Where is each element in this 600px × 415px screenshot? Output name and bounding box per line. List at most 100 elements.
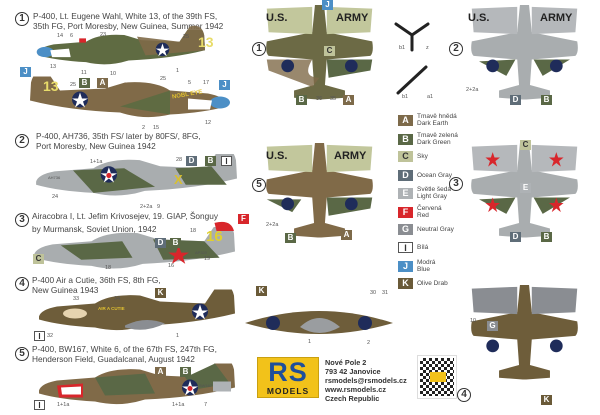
swatch: D [398,170,413,181]
callout: 1+1a [90,159,103,165]
address-line: Czech Republic [325,394,380,403]
callout: 1 [176,68,180,74]
color-chip-i: I [34,400,45,410]
swatch: A [398,114,413,126]
callout: 28 [176,157,183,163]
legend-en: Dark Earth [417,120,449,127]
title-line: Port Moresby, New Guinea 1942 [36,140,156,151]
address-line: Nové Pole 2 [325,358,367,367]
swatch: I [398,242,413,253]
scheme-2-title: P-400, AH736, 35th FS/ later by 80FS/, 8… [36,131,201,151]
callout: 18 [105,265,112,271]
swatch: B [398,133,413,145]
callout: 16 [168,263,175,269]
scheme-4-top-view [462,285,587,385]
email-link[interactable]: rsmodels@rsmodels.cz [325,376,407,385]
legend-en: Red [417,212,429,219]
callout: 35 [330,96,337,102]
wing-army: ARMY [334,150,367,162]
address-line: 793 42 Janovice [325,367,381,376]
wing-us: U.S. [468,12,490,24]
callout: 10 [110,71,117,77]
title-line: P-400, AH736, 35th FS/ later by 80FS/, 8… [36,131,201,141]
qr-code [417,355,457,399]
callout: 1+1a [57,402,70,408]
color-chip-f: F [238,214,249,224]
scheme-number-2-top: 2 [449,42,463,56]
callout: 34 [114,296,121,302]
callout: 6 [70,33,74,39]
callout: 32 [47,333,54,339]
color-chip-b: B [541,232,552,242]
nose-art: AIR A CUTIE [98,306,125,311]
callout: 17 [203,80,210,86]
callout: 25 [160,76,167,82]
callout: 19 [204,256,211,262]
callout: 25 [183,34,190,40]
legend-cz: Tmavě zelená [417,132,458,139]
callout: 36 [316,96,323,102]
title-line: New Guinea 1943 [32,284,99,295]
legend-en: Blue [417,266,431,273]
prop-label: z [426,45,429,51]
tail-code: 16 [206,228,223,245]
qr-logo [430,372,446,382]
company-address: Nové Pole 2 793 42 Janovice rsmodels@rsm… [325,358,407,403]
callout: 2+2a [266,222,279,228]
color-chip-k: K [155,288,166,298]
callout: 2+2a [466,87,479,93]
scheme-number-5: 5 [15,347,29,361]
color-chip-g: G [487,321,498,331]
callout: 13 [50,64,57,70]
scheme-number-5-top: 5 [252,178,266,192]
serial: AP320 [195,250,208,255]
color-chip-k: K [256,286,267,296]
color-chip-b: B [205,156,216,166]
callout: 25 [70,82,77,88]
swatch: E [398,187,413,199]
legend-en: Sky [417,153,428,160]
wing-us: U.S. [266,150,288,162]
callout: 2 [367,340,371,346]
callout: 7 [204,402,208,408]
color-chip-b: B [180,367,191,377]
underside-view [245,311,393,334]
color-chip-e: E [520,183,531,193]
color-chip-d: D [510,232,521,242]
swatch: F [398,206,413,218]
color-chip-i: I [221,156,232,166]
legend-cz: Tmavě hnědá [417,113,457,120]
wing-us: U.S. [266,12,288,24]
title-line: 35th FG, Port Moresby, New Guinea, Summe… [33,20,224,31]
callout: 14 [57,33,64,39]
swatch: J [398,260,413,272]
callout: 33 [73,296,80,302]
callout: 15 [153,125,160,131]
scheme-5-title: P-400, BW167, White 6, of the 67th FS, 2… [32,344,217,364]
scheme-number-1: 1 [15,12,29,26]
propeller-icon [394,22,430,52]
swatch: K [398,278,413,289]
legend-cz: Světle šedá [417,186,451,193]
legend-en: Olive Drab [417,280,448,287]
scheme-3-title: Airacobra I, Lt. Jefim Krivosejev, 19. G… [32,210,218,236]
color-chip-c: C [33,254,44,264]
title-line: Airacobra I, Lt. Jefim Krivosejev, 19. G… [32,211,218,221]
color-chip-a: A [97,78,108,88]
scheme-3-top-view [462,143,587,243]
callout: 2+2a [140,204,153,210]
tail-code: 13 [198,34,214,50]
callout: 5 [188,80,192,86]
website-link[interactable]: www.rsmodels.cz [325,385,386,394]
